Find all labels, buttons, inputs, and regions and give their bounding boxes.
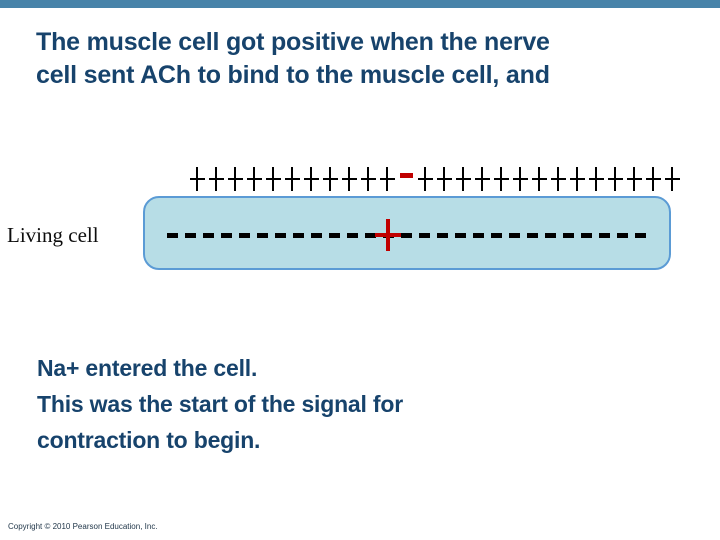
plus-charge-icon [494, 167, 509, 191]
plus-charge-icon [304, 167, 319, 191]
minus-charge-icon [399, 167, 414, 191]
copyright-notice: Copyright © 2010 Pearson Education, Inc. [8, 522, 158, 531]
top-accent-bar [0, 0, 720, 8]
plus-charge-icon [532, 167, 547, 191]
plus-charge-icon [608, 167, 623, 191]
plus-charge-icon [627, 167, 642, 191]
plus-charge-icon [361, 167, 376, 191]
page-title: The muscle cell got positive when the ne… [36, 28, 550, 89]
extracellular-charge-row [190, 164, 680, 194]
intracellular-dashed-line [167, 233, 653, 238]
plus-charge-icon [209, 167, 224, 191]
living-cell-diagram: Living cell [0, 150, 720, 290]
plus-charge-icon [475, 167, 490, 191]
body-text: Na+ entered the cell. This was the start… [37, 355, 403, 453]
plus-charge-icon [190, 167, 205, 191]
plus-charge-icon [437, 167, 452, 191]
plus-charge-icon [646, 167, 661, 191]
plus-charge-icon [665, 167, 680, 191]
plus-charge-icon [285, 167, 300, 191]
plus-charge-icon [456, 167, 471, 191]
plus-charge-icon [247, 167, 262, 191]
plus-charge-icon [418, 167, 433, 191]
cell-membrane-box [143, 196, 671, 270]
plus-charge-icon [570, 167, 585, 191]
living-cell-label: Living cell [7, 223, 99, 247]
plus-charge-icon [380, 167, 395, 191]
plus-charge-icon [228, 167, 243, 191]
plus-charge-icon [342, 167, 357, 191]
plus-charge-icon [266, 167, 281, 191]
plus-charge-icon [323, 167, 338, 191]
plus-charge-icon [513, 167, 528, 191]
plus-charge-icon [551, 167, 566, 191]
plus-charge-icon [589, 167, 604, 191]
intracellular-plus-charge-icon [375, 219, 401, 251]
